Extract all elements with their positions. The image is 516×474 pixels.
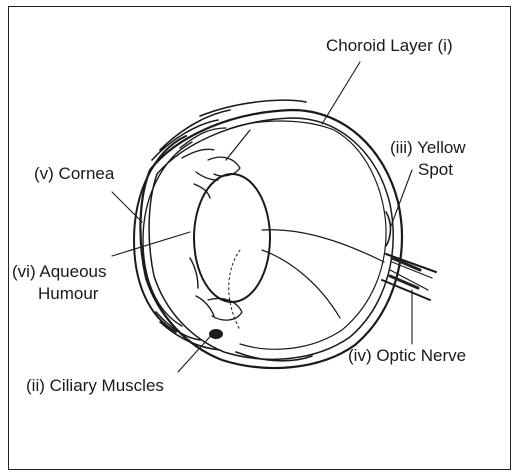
label-cornea: (v) Cornea xyxy=(34,164,114,184)
sclera-outer xyxy=(140,110,401,368)
label-optic-nerve: (iv) Optic Nerve xyxy=(348,346,466,366)
iris-top xyxy=(194,172,218,198)
suspensory-ligaments xyxy=(226,130,384,318)
leader-lines xyxy=(112,62,412,372)
vitreous-boundary xyxy=(229,250,240,330)
ciliary-body-top xyxy=(208,157,240,176)
cornea-outer xyxy=(134,136,186,332)
retina xyxy=(226,121,386,349)
label-ciliary-muscles: (ii) Ciliary Muscles xyxy=(26,376,164,396)
label-aqueous-humour-line1: (vi) Aqueous xyxy=(12,262,107,282)
yellow-spot xyxy=(386,212,391,246)
choroid-layer xyxy=(149,118,393,359)
optic-nerve xyxy=(382,254,436,300)
label-yellow-spot-line1: (iii) Yellow xyxy=(390,138,466,158)
label-aqueous-humour-line2: Humour xyxy=(38,284,98,304)
upper-lid xyxy=(152,100,306,160)
lens xyxy=(194,174,270,302)
iris-bottom xyxy=(190,258,214,316)
label-yellow-spot-line2: Spot xyxy=(418,160,453,180)
leader-choroid xyxy=(322,62,360,124)
label-choroid-layer: Choroid Layer (i) xyxy=(326,36,453,56)
